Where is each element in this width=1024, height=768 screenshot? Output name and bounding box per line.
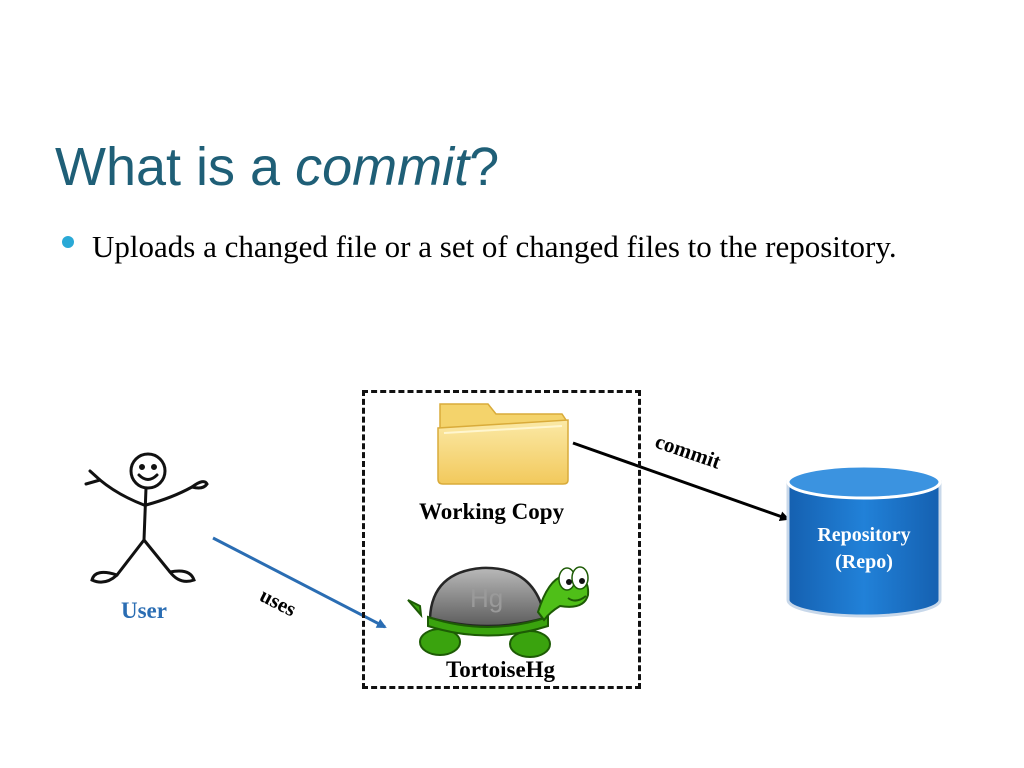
working-copy-label: Working Copy — [419, 499, 565, 524]
title-emphasis: commit — [295, 137, 470, 197]
tortoisehg-label: TortoiseHg — [446, 657, 556, 682]
user-label: User — [121, 598, 167, 623]
title-suffix: ? — [469, 137, 500, 197]
tortoisehg-turtle-icon: Hg — [407, 566, 590, 658]
shell-hg-text: Hg — [470, 583, 503, 613]
commit-arrow — [572, 441, 790, 522]
folder-icon — [437, 403, 569, 485]
bullet-text: Uploads a changed file or a set of chang… — [92, 229, 897, 264]
bullet-dot-icon — [62, 236, 74, 248]
repository-label: Repository (Repo) — [790, 522, 938, 576]
title-prefix: What is a — [55, 137, 296, 197]
repo-label-line1: Repository — [817, 524, 911, 546]
working-area-dashed-box — [362, 390, 641, 689]
slide-title: What is a commit? — [55, 137, 500, 197]
repository-cylinder-icon — [786, 464, 942, 618]
repo-label-line2: (Repo) — [835, 551, 893, 573]
user-stick-figure-icon — [84, 452, 209, 584]
uses-arrow — [212, 536, 387, 629]
